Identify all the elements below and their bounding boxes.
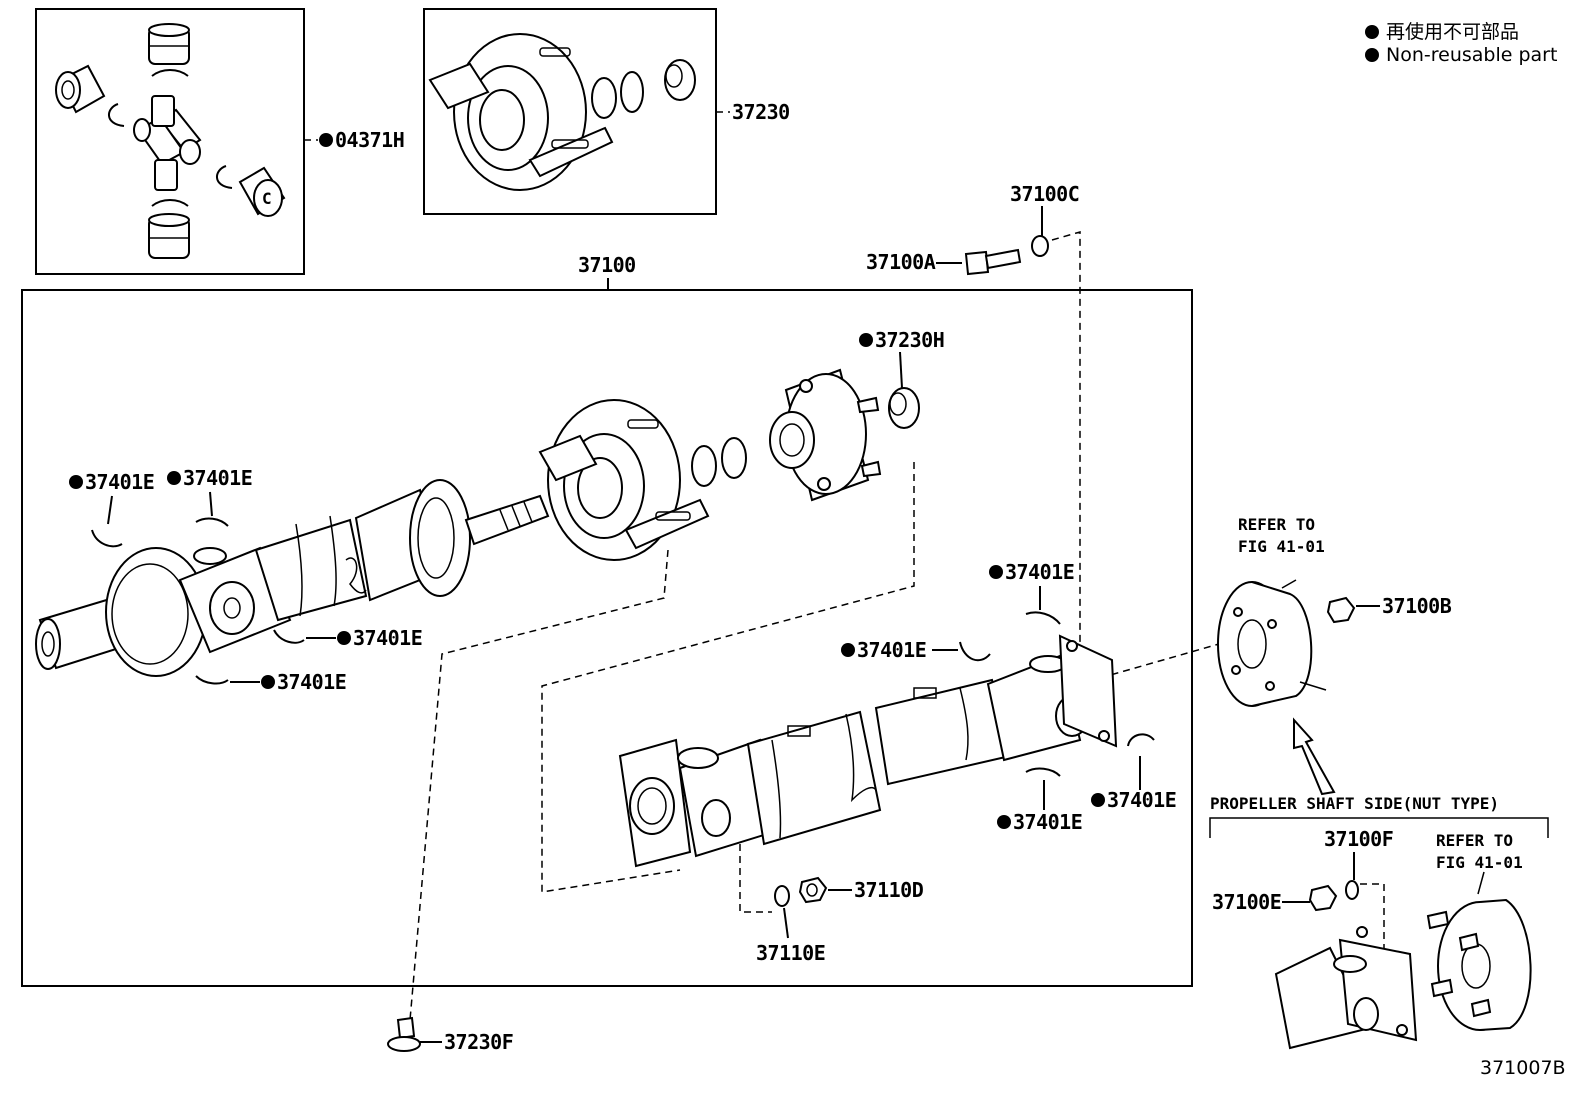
snap-ring-icon — [273, 629, 305, 644]
non-reusable-marker-icon — [1365, 25, 1379, 39]
connector-dashed-line — [541, 462, 915, 893]
washer-icon — [691, 445, 717, 487]
label-bolt: 37100A — [866, 250, 936, 274]
legend-japanese-text: 再使用不可部品 — [1386, 21, 1519, 43]
washer-icon — [774, 885, 790, 907]
snap-ring-icon — [1025, 767, 1061, 777]
legend: 再使用不可部品 Non-reusable part — [1365, 21, 1557, 66]
refer-to-fig-note-upper: REFER TO FIG 41-01 — [1238, 515, 1325, 556]
label-washer-e: 37110E — [756, 941, 825, 965]
nut-type-bracket — [1209, 817, 1549, 838]
center-bearing-icon — [538, 399, 710, 561]
washer-icon — [721, 437, 747, 479]
differential-flange-icon — [1217, 579, 1327, 707]
snap-ring-callout-3: 37401E — [273, 626, 423, 650]
nut-type-flange-icon — [1426, 898, 1532, 1031]
label-u-joint-kit: 04371H — [335, 128, 404, 152]
refer-fig-text: FIG 41-01 — [1436, 853, 1523, 872]
snap-ring-icon — [216, 165, 233, 189]
center-bearing-kit-box: 37230 — [423, 8, 790, 215]
companion-flange-icon — [769, 368, 882, 502]
hex-nut-icon — [1308, 884, 1338, 912]
snap-ring-callout-2: 37401E — [167, 466, 253, 527]
snap-ring-icon — [959, 641, 991, 662]
washer-icon — [591, 77, 617, 119]
snap-ring-callout-7: 37401E — [997, 767, 1083, 834]
bolt-washer-group: 37100C 37100A — [866, 182, 1081, 660]
label-nut-b: 37100B — [1382, 594, 1452, 618]
front-propeller-shaft-icon — [35, 479, 550, 677]
figure-id: 371007B — [1480, 1057, 1566, 1079]
connector-dashed-line — [409, 549, 669, 1021]
svg-text:C: C — [262, 189, 272, 208]
label-snap-ring: 37401E — [277, 670, 346, 694]
label-snap-ring: 37401E — [1107, 788, 1176, 812]
snap-ring-callout-5: 37401E — [989, 560, 1075, 625]
label-snap-ring: 37401E — [183, 466, 252, 490]
nut-type-detail: 37100F 37100E REFER TO FIG 41-01 — [1212, 827, 1532, 1050]
snap-ring-icon — [151, 199, 189, 207]
label-shaft-assembly: 37100 — [578, 253, 636, 277]
label-nut-e: 37100E — [1212, 890, 1281, 914]
snap-ring-icon — [1025, 611, 1061, 625]
washer-icon — [620, 71, 644, 113]
bearing-cup-icon — [148, 23, 190, 65]
refer-text: REFER TO — [1436, 831, 1513, 850]
non-reusable-marker-icon — [859, 333, 873, 347]
bearing-cup-icon — [55, 64, 106, 114]
snap-ring-icon — [1127, 733, 1155, 747]
washer-icon — [1031, 235, 1049, 257]
label-washer-c: 37100C — [1010, 182, 1079, 206]
label-snap-ring: 37401E — [1013, 810, 1082, 834]
washer-icon — [1345, 880, 1359, 900]
snap-ring-icon — [151, 69, 189, 77]
rear-propeller-shaft-icon — [618, 634, 1118, 868]
flange-nut-icon — [1326, 596, 1356, 624]
label-snap-ring: 37401E — [857, 638, 926, 662]
bearing-cup-icon: C — [238, 166, 286, 217]
bolt-icon — [964, 248, 1022, 276]
snap-ring-callout-1: 37401E — [69, 470, 155, 548]
bolt-icon — [387, 1016, 421, 1052]
label-snap-ring: 37401E — [1005, 560, 1074, 584]
snap-ring-callout-4: 37401E — [195, 670, 347, 694]
nut-type-title: PROPELLER SHAFT SIDE(NUT TYPE) — [1210, 794, 1499, 813]
label-snap-ring: 37401E — [85, 470, 154, 494]
label-flange-nut: 37230H — [875, 328, 944, 352]
snap-ring-callout-8: 37401E — [1091, 733, 1177, 812]
spider-cross-icon — [133, 95, 202, 191]
label-bolt-f: 37230F — [444, 1030, 513, 1054]
snap-ring-icon — [195, 517, 229, 527]
flange-nut-icon — [888, 387, 920, 429]
snap-ring-callout-6: 37401E — [841, 638, 991, 662]
legend-english-text: Non-reusable part — [1386, 44, 1557, 66]
snap-ring-icon — [108, 103, 125, 127]
label-nut-f: 37100F — [1324, 827, 1393, 851]
center-bearing-icon — [428, 33, 614, 191]
non-reusable-marker-icon — [1365, 48, 1379, 62]
snap-ring-icon — [91, 529, 123, 548]
shaft-assembly-box — [21, 289, 1193, 987]
label-snap-ring: 37401E — [353, 626, 422, 650]
universal-joint-kit-box: C 04371H — [35, 8, 405, 275]
flange-nut-icon — [664, 59, 696, 101]
label-nut-d: 37110D — [854, 878, 924, 902]
refer-fig-text: FIG 41-01 — [1238, 537, 1325, 556]
hex-nut-icon — [798, 876, 828, 904]
arrow-up-icon — [1293, 717, 1336, 796]
connector-dashed-line — [739, 844, 772, 913]
refer-text: REFER TO — [1238, 515, 1315, 534]
snap-ring-icon — [195, 675, 229, 685]
nut-type-joint-icon — [1274, 926, 1418, 1050]
non-reusable-marker-icon — [319, 133, 333, 147]
bearing-cup-icon — [148, 213, 190, 259]
label-center-bearing: 37230 — [732, 100, 790, 124]
